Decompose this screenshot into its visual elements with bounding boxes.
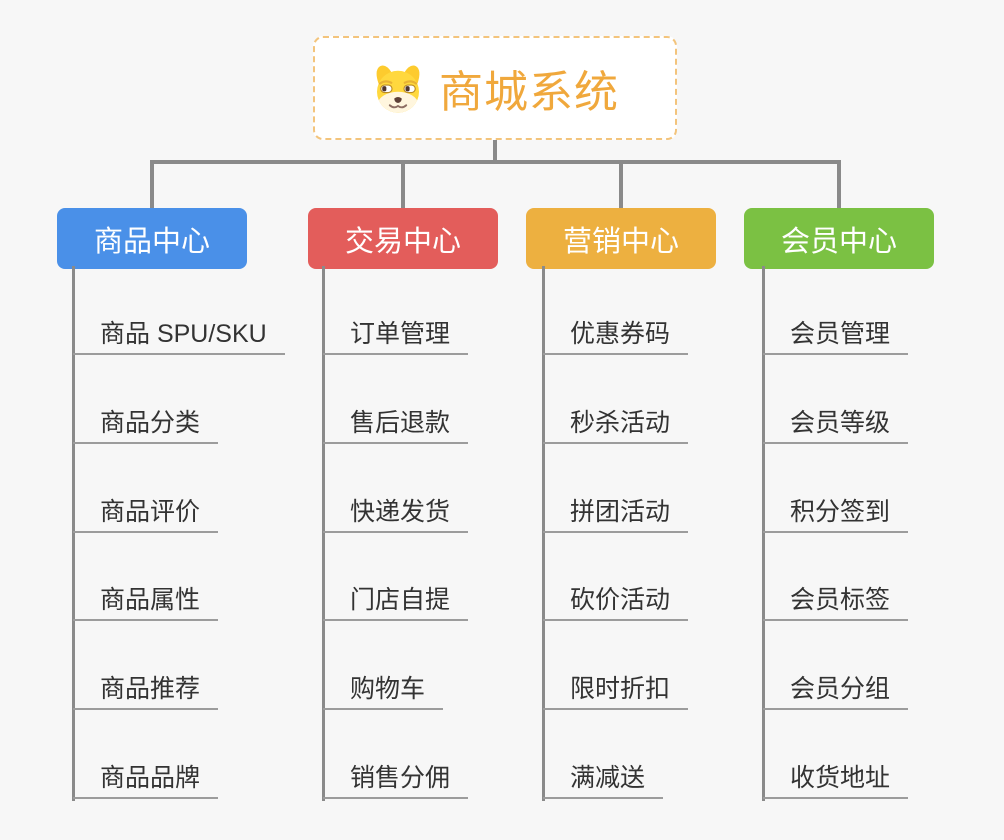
leaf-node[interactable]: 订单管理: [323, 315, 469, 355]
leaf-node[interactable]: 砍价活动: [543, 581, 689, 621]
leaf-node[interactable]: 会员分组: [763, 670, 909, 710]
root-title: 商城系统: [439, 68, 619, 117]
branch-node-product[interactable]: 商品中心: [57, 208, 247, 269]
branch-node-member[interactable]: 会员中心: [744, 208, 934, 269]
root-node[interactable]: 商城系统: [313, 36, 677, 140]
connector-drop-2: [401, 160, 405, 208]
leaf-node[interactable]: 秒杀活动: [543, 404, 689, 444]
connector-root-stub: [493, 140, 497, 164]
leaf-node[interactable]: 限时折扣: [543, 670, 689, 710]
leaf-node[interactable]: 商品属性: [73, 581, 219, 621]
dog-face-icon: [371, 61, 425, 115]
spine-trade: [322, 266, 325, 801]
connector-bus: [150, 160, 841, 164]
leaf-node[interactable]: 商品推荐: [73, 670, 219, 710]
spine-product: [72, 266, 75, 801]
connector-drop-1: [150, 160, 154, 208]
spine-marketing: [542, 266, 545, 801]
leaf-node[interactable]: 收货地址: [763, 759, 909, 799]
leaf-node[interactable]: 积分签到: [763, 493, 909, 533]
leaf-node[interactable]: 商品评价: [73, 493, 219, 533]
branch-label: 会员中心: [780, 225, 897, 258]
leaf-node[interactable]: 快递发货: [323, 493, 469, 533]
leaf-node[interactable]: 商品分类: [73, 404, 219, 444]
branch-label: 商品中心: [93, 225, 210, 258]
leaf-node[interactable]: 商品品牌: [73, 759, 219, 799]
connector-drop-4: [837, 160, 841, 208]
leaf-node[interactable]: 会员等级: [763, 404, 909, 444]
leaf-node[interactable]: 优惠券码: [543, 315, 689, 355]
leaf-node[interactable]: 会员管理: [763, 315, 909, 355]
connector-drop-3: [619, 160, 623, 208]
branch-node-marketing[interactable]: 营销中心: [526, 208, 716, 269]
spine-member: [762, 266, 765, 801]
leaf-node[interactable]: 门店自提: [323, 581, 469, 621]
leaf-node[interactable]: 销售分佣: [323, 759, 469, 799]
leaf-node[interactable]: 拼团活动: [543, 493, 689, 533]
branch-label: 营销中心: [562, 225, 679, 258]
leaf-node[interactable]: 满减送: [543, 759, 664, 799]
leaf-node[interactable]: 商品 SPU/SKU: [73, 315, 285, 355]
branch-node-trade[interactable]: 交易中心: [308, 208, 498, 269]
leaf-node[interactable]: 售后退款: [323, 404, 469, 444]
branch-label: 交易中心: [344, 225, 461, 258]
leaf-node[interactable]: 会员标签: [763, 581, 909, 621]
leaf-node[interactable]: 购物车: [323, 670, 444, 710]
